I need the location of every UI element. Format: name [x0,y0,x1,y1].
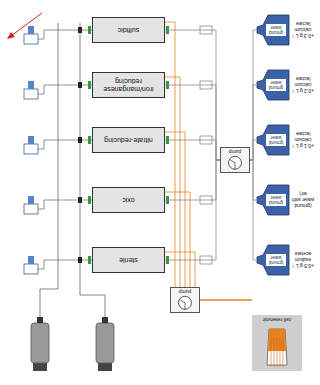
row-fittings [24,26,212,274]
tube-connector [165,192,190,287]
pump-box: pump [220,147,250,173]
node-text: sulfidic [118,26,139,34]
water-bottle: (ground water with air) ground water [256,182,316,218]
tube-connector [165,77,180,287]
soil-column: iron/manganese reducing [92,72,165,98]
water-bottle: +0.5 g L⁻¹ sodium acetate ground water [256,242,316,278]
water-bottle: +0.2 g L⁻¹ calcium lactate ground water [256,67,316,103]
tube-connector [165,22,175,287]
node-text: ground water [266,24,286,36]
node-text: pump [229,149,242,155]
tube-connector [165,160,220,260]
node-text: ground water [266,194,286,206]
tube-connector [165,85,220,160]
tube-connector [165,160,220,200]
tube-connector [165,140,220,160]
cell-reservoir: cell reservoir [252,315,302,371]
reservoir-beaker [252,315,302,371]
node-text: iron/manganese reducing [97,77,160,93]
node-text: sterile [119,256,138,264]
node-text: pump [179,289,192,295]
node-text: +0.3 g L⁻¹ calcium lactate [290,21,316,39]
tube-connector [250,160,256,260]
node-text: ground water [266,134,286,146]
node-text: +0.5 g L⁻¹ sodium acetate [290,251,316,269]
node-text: (ground water with air) [290,191,316,209]
tube-connector [165,30,220,160]
pointer-arrow [7,13,42,39]
node-text: +0.2 g L⁻¹ calcium lactate [290,76,316,94]
water-bottle: +0.3 g L⁻¹ calcium lactate ground water [256,12,316,48]
tube-connector [200,299,252,301]
node-text: nitrate-reducing [104,136,153,144]
water-bottle: +0.1 g L⁻¹ calcium lactate ground water [256,122,316,158]
node-text: cell reservoir [263,317,291,323]
tube-connector [250,160,256,200]
node-text: +0.1 g L⁻¹ calcium lactate [290,131,316,149]
pump-box: pump [170,287,200,313]
soil-column: oxic [92,187,165,213]
gas-cylinder [31,317,114,371]
node-text: ground water [266,79,286,91]
node-text: oxic [122,196,134,204]
soil-column: sterile [92,247,165,273]
node-text: ground water [266,254,286,266]
soil-column: nitrate-reducing [92,127,165,153]
tube-connector [250,30,256,160]
soil-column: sulfidic [92,17,165,43]
